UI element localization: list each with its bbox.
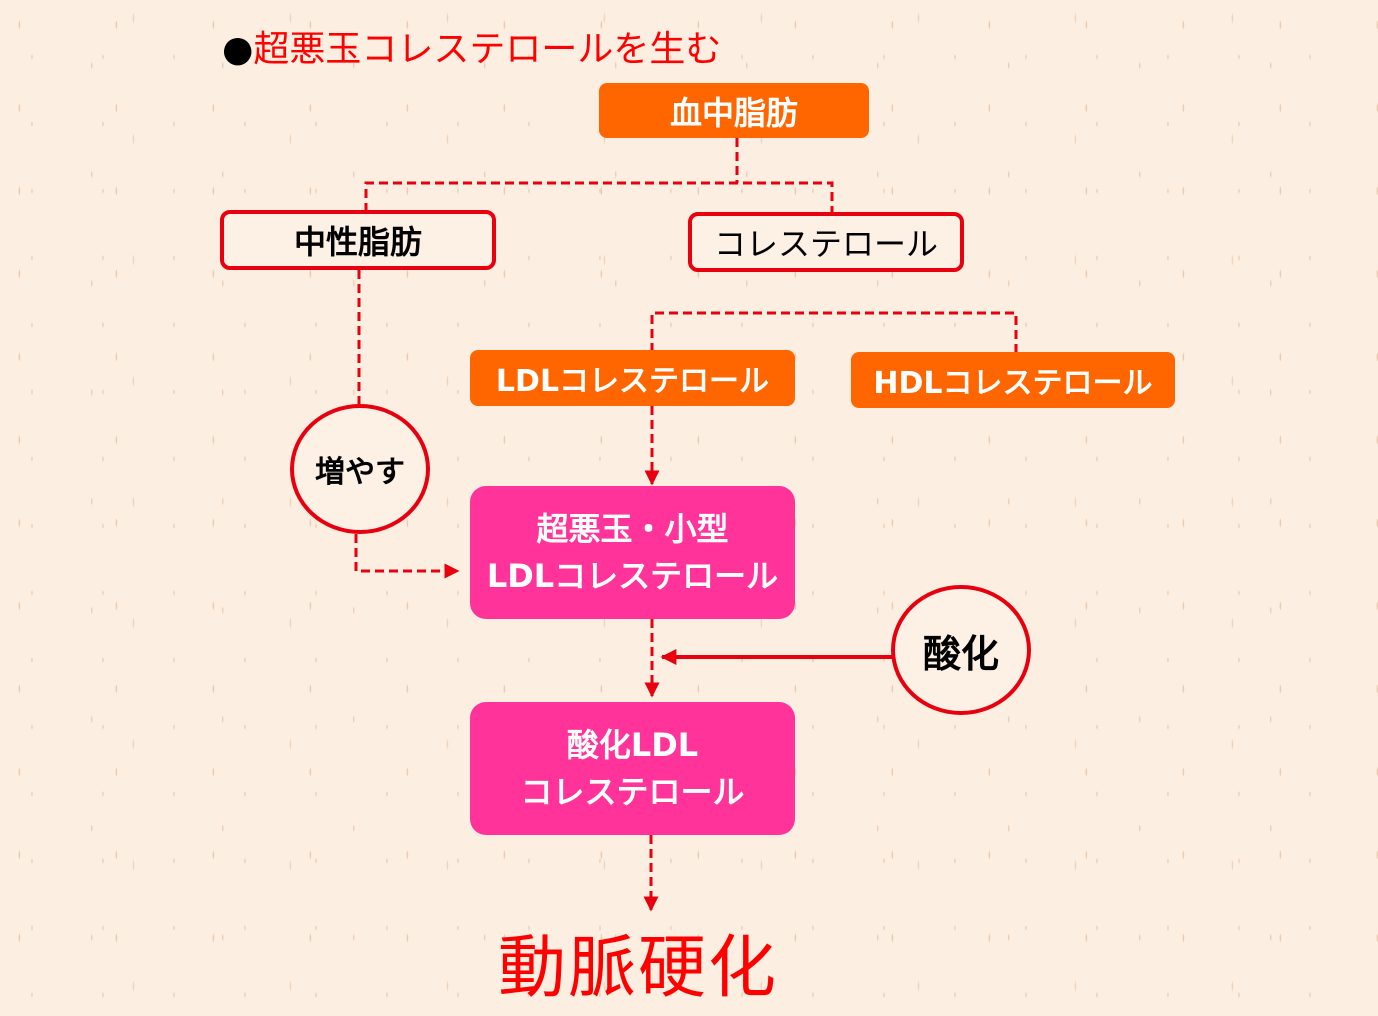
node-hdl: HDLコレステロール	[851, 352, 1175, 408]
node-hdl-label: HDLコレステロール	[873, 366, 1153, 401]
node-small-dense-ldl: 超悪玉・小型 LDLコレステロール	[470, 486, 795, 619]
node-arteriosclerosis: 動脈硬化	[498, 929, 779, 1008]
node-oxidized-ldl: 酸化LDL コレステロール	[470, 702, 795, 835]
node-increase: 増やす	[290, 404, 430, 534]
node-ldl-label: LDLコレステロール	[495, 364, 770, 399]
node-ldl: LDLコレステロール	[470, 350, 795, 406]
node-cholesterol-label: コレステロール	[713, 225, 938, 263]
title-text: 超悪玉コレステロールを生む	[253, 29, 722, 70]
node-oxidized-ldl-line1: 酸化LDL	[566, 726, 699, 765]
connector-cholesterol-split	[650, 311, 1018, 354]
node-blood-lipid: 血中脂肪	[599, 83, 869, 138]
node-triglyceride: 中性脂肪	[220, 210, 496, 270]
node-oxidation: 酸化	[891, 585, 1031, 715]
slide-title: ●超悪玉コレステロールを生む	[222, 20, 721, 72]
node-blood-lipid-label: 血中脂肪	[669, 93, 798, 132]
node-increase-label: 増やす	[315, 455, 405, 490]
connector-blood-lipid	[364, 138, 834, 214]
node-cholesterol: コレステロール	[688, 212, 964, 272]
node-triglyceride-label: 中性脂肪	[293, 223, 422, 261]
node-oxidation-label: 酸化	[922, 631, 999, 676]
bullet-icon: ●	[222, 29, 254, 70]
node-oxidized-ldl-line2: コレステロール	[520, 772, 745, 811]
node-small-dense-ldl-line2: LDLコレステロール	[486, 556, 779, 595]
connector-increase-small-ldl	[354, 534, 460, 579]
node-small-dense-ldl-line1: 超悪玉・小型	[536, 510, 729, 549]
